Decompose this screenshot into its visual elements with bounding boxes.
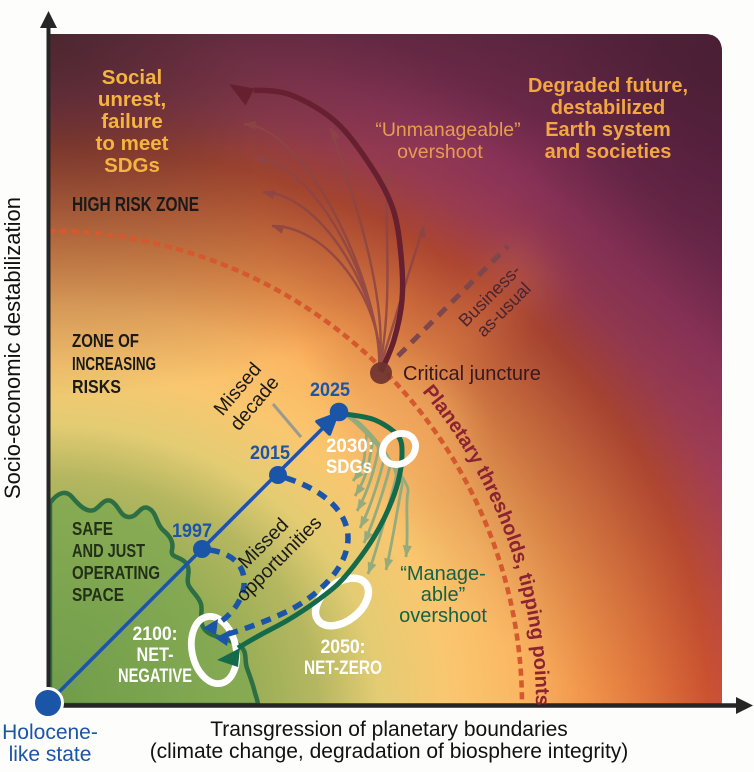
svg-text:“Manage-: “Manage- (400, 563, 486, 585)
svg-text:NET-ZERO: NET-ZERO (304, 657, 382, 679)
svg-text:2030:: 2030: (326, 435, 374, 457)
svg-text:2100:: 2100: (133, 623, 178, 645)
svg-text:overshoot: overshoot (399, 605, 487, 627)
svg-text:SPACE: SPACE (72, 585, 124, 605)
svg-text:2050:: 2050: (321, 636, 366, 658)
svg-text:unrest,: unrest, (98, 88, 166, 111)
svg-text:(climate change, degradation o: (climate change, degradation of biospher… (150, 740, 629, 763)
svg-text:1997: 1997 (172, 521, 212, 542)
svg-text:OPERATING: OPERATING (72, 563, 160, 583)
svg-text:to meet: to meet (96, 132, 169, 155)
svg-text:2015: 2015 (250, 443, 290, 464)
svg-text:NET-: NET- (137, 644, 174, 666)
svg-text:able”: able” (421, 584, 465, 606)
svg-text:SDGs: SDGs (104, 154, 160, 177)
svg-text:like state: like state (9, 743, 92, 766)
svg-text:SAFE: SAFE (72, 519, 113, 539)
svg-text:and societies: and societies (545, 141, 672, 163)
svg-text:“Unmanageable”: “Unmanageable” (375, 119, 520, 141)
svg-text:AND JUST: AND JUST (72, 541, 145, 561)
svg-text:Social: Social (102, 66, 162, 89)
svg-text:Degraded future,: Degraded future, (528, 75, 688, 97)
svg-text:NEGATIVE: NEGATIVE (118, 665, 192, 687)
svg-text:overshoot: overshoot (397, 141, 483, 163)
svg-text:SDGs: SDGs (326, 456, 372, 478)
svg-text:ZONE OF: ZONE OF (72, 331, 139, 351)
svg-text:Holocene-: Holocene- (2, 721, 98, 744)
svg-text:Transgression of planetary bou: Transgression of planetary boundaries (210, 718, 568, 741)
svg-text:INCREASING: INCREASING (72, 354, 156, 374)
svg-text:failure: failure (101, 110, 163, 133)
svg-text:Socio-economic destabilization: Socio-economic destabilization (0, 197, 25, 499)
svg-text:HIGH RISK ZONE: HIGH RISK ZONE (72, 194, 199, 216)
svg-text:Earth system: Earth system (545, 119, 671, 141)
svg-text:RISKS: RISKS (72, 377, 121, 397)
svg-text:destabilized: destabilized (551, 97, 665, 119)
svg-text:2025: 2025 (310, 380, 350, 401)
svg-text:Critical juncture: Critical juncture (403, 363, 541, 385)
